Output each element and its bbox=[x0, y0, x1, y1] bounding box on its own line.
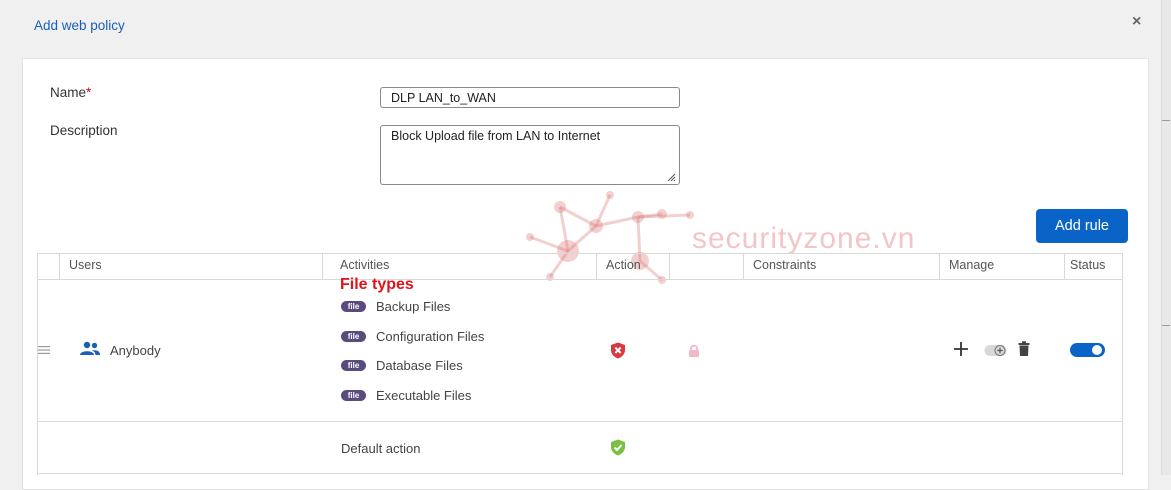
col-divider bbox=[669, 253, 670, 279]
file-chip: file bbox=[341, 331, 366, 342]
file-type-item: file Configuration Files bbox=[341, 329, 484, 344]
file-chip: file bbox=[341, 301, 366, 312]
description-label: Description bbox=[50, 123, 118, 138]
description-textarea[interactable]: Block Upload file from LAN to Internet bbox=[380, 125, 680, 185]
resize-grip-icon[interactable] bbox=[666, 172, 676, 182]
file-chip: file bbox=[341, 390, 366, 401]
plus-icon[interactable] bbox=[953, 341, 969, 357]
user-name: Anybody bbox=[110, 343, 161, 358]
scrollbar-mark bbox=[1162, 120, 1170, 121]
file-type-item: file Backup Files bbox=[341, 299, 450, 314]
file-type-item: file Executable Files bbox=[341, 388, 471, 403]
file-type-item: file Database Files bbox=[341, 358, 463, 373]
drag-handle-icon[interactable] bbox=[38, 345, 50, 355]
page-scrollbar[interactable] bbox=[1161, 0, 1171, 475]
description-value: Block Upload file from LAN to Internet bbox=[391, 129, 601, 143]
file-chip: file bbox=[341, 360, 366, 371]
header-manage: Manage bbox=[949, 258, 995, 272]
table-bottom-border bbox=[37, 473, 1123, 474]
default-action-label: Default action bbox=[341, 441, 421, 456]
toggle-knob bbox=[1092, 345, 1102, 355]
header-status[interactable]: Status bbox=[1070, 258, 1106, 272]
table-right-border bbox=[1122, 253, 1123, 475]
table-header-border bbox=[37, 279, 1123, 280]
watermark-text: securityzone.vn bbox=[692, 222, 916, 255]
col-divider bbox=[939, 253, 940, 279]
add-rule-button[interactable]: Add rule bbox=[1036, 209, 1128, 243]
col-divider bbox=[322, 253, 323, 279]
lock-icon[interactable] bbox=[688, 344, 700, 358]
name-input[interactable] bbox=[380, 87, 680, 108]
scrollbar-mark bbox=[1162, 325, 1170, 326]
dialog-title: Add web policy bbox=[34, 18, 125, 33]
name-label-text: Name bbox=[50, 85, 87, 100]
allow-shield-icon[interactable] bbox=[610, 439, 626, 456]
header-activities[interactable]: Activities bbox=[340, 258, 390, 272]
table-row-border bbox=[37, 421, 1123, 422]
annotation-file-types: File types bbox=[340, 276, 414, 293]
required-mark: * bbox=[86, 85, 92, 100]
trash-icon[interactable] bbox=[1018, 341, 1030, 357]
col-divider bbox=[59, 253, 60, 279]
table-top-border bbox=[37, 253, 1123, 254]
watermark-logo bbox=[526, 191, 694, 284]
file-type-label: Executable Files bbox=[376, 388, 472, 403]
status-toggle[interactable] bbox=[1070, 343, 1105, 357]
header-users[interactable]: Users bbox=[69, 258, 102, 272]
name-label: Name* bbox=[50, 85, 91, 100]
col-divider bbox=[1064, 253, 1065, 279]
close-icon[interactable]: × bbox=[1132, 13, 1142, 30]
block-shield-icon bbox=[611, 342, 625, 359]
add-exception-icon[interactable] bbox=[984, 342, 1008, 358]
file-type-label: Database Files bbox=[376, 358, 463, 373]
table-left-border bbox=[37, 253, 38, 475]
header-action[interactable]: Action bbox=[606, 258, 641, 272]
header-constraints[interactable]: Constraints bbox=[753, 258, 817, 272]
col-divider bbox=[596, 253, 597, 279]
file-type-label: Configuration Files bbox=[376, 329, 485, 344]
file-type-label: Backup Files bbox=[376, 299, 451, 314]
users-group-icon bbox=[80, 341, 100, 355]
col-divider bbox=[743, 253, 744, 279]
